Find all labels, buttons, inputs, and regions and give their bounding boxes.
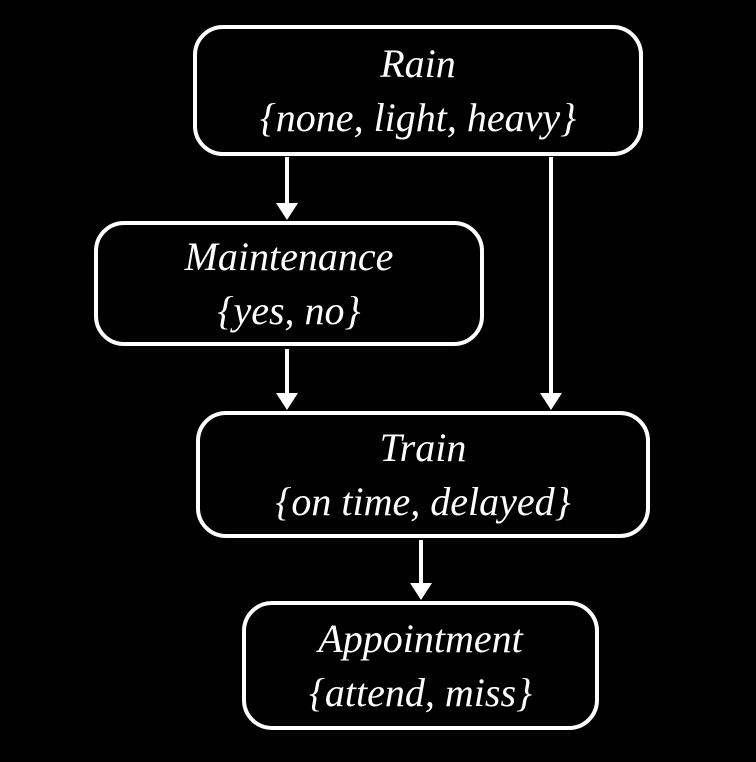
node-train: Train {on time, delayed} (196, 411, 650, 538)
edge-rain-train (540, 157, 562, 410)
node-train-values: {on time, delayed} (275, 478, 571, 524)
node-maintenance-label: Maintenance (184, 233, 394, 279)
node-maintenance: Maintenance {yes, no} (94, 221, 484, 346)
edge-rain-maintenance (276, 157, 298, 220)
node-appointment-values: {attend, miss} (308, 669, 533, 715)
node-rain-values: {none, light, heavy} (259, 94, 577, 140)
node-train-label: Train (379, 424, 467, 470)
node-rain-label: Rain (380, 40, 456, 86)
node-maintenance-values: {yes, no} (217, 287, 361, 333)
node-rain: Rain {none, light, heavy} (193, 25, 643, 156)
edge-train-appointment (410, 540, 432, 600)
node-appointment-label: Appointment (318, 615, 523, 661)
node-appointment: Appointment {attend, miss} (242, 601, 599, 730)
edge-maintenance-train (276, 349, 298, 410)
